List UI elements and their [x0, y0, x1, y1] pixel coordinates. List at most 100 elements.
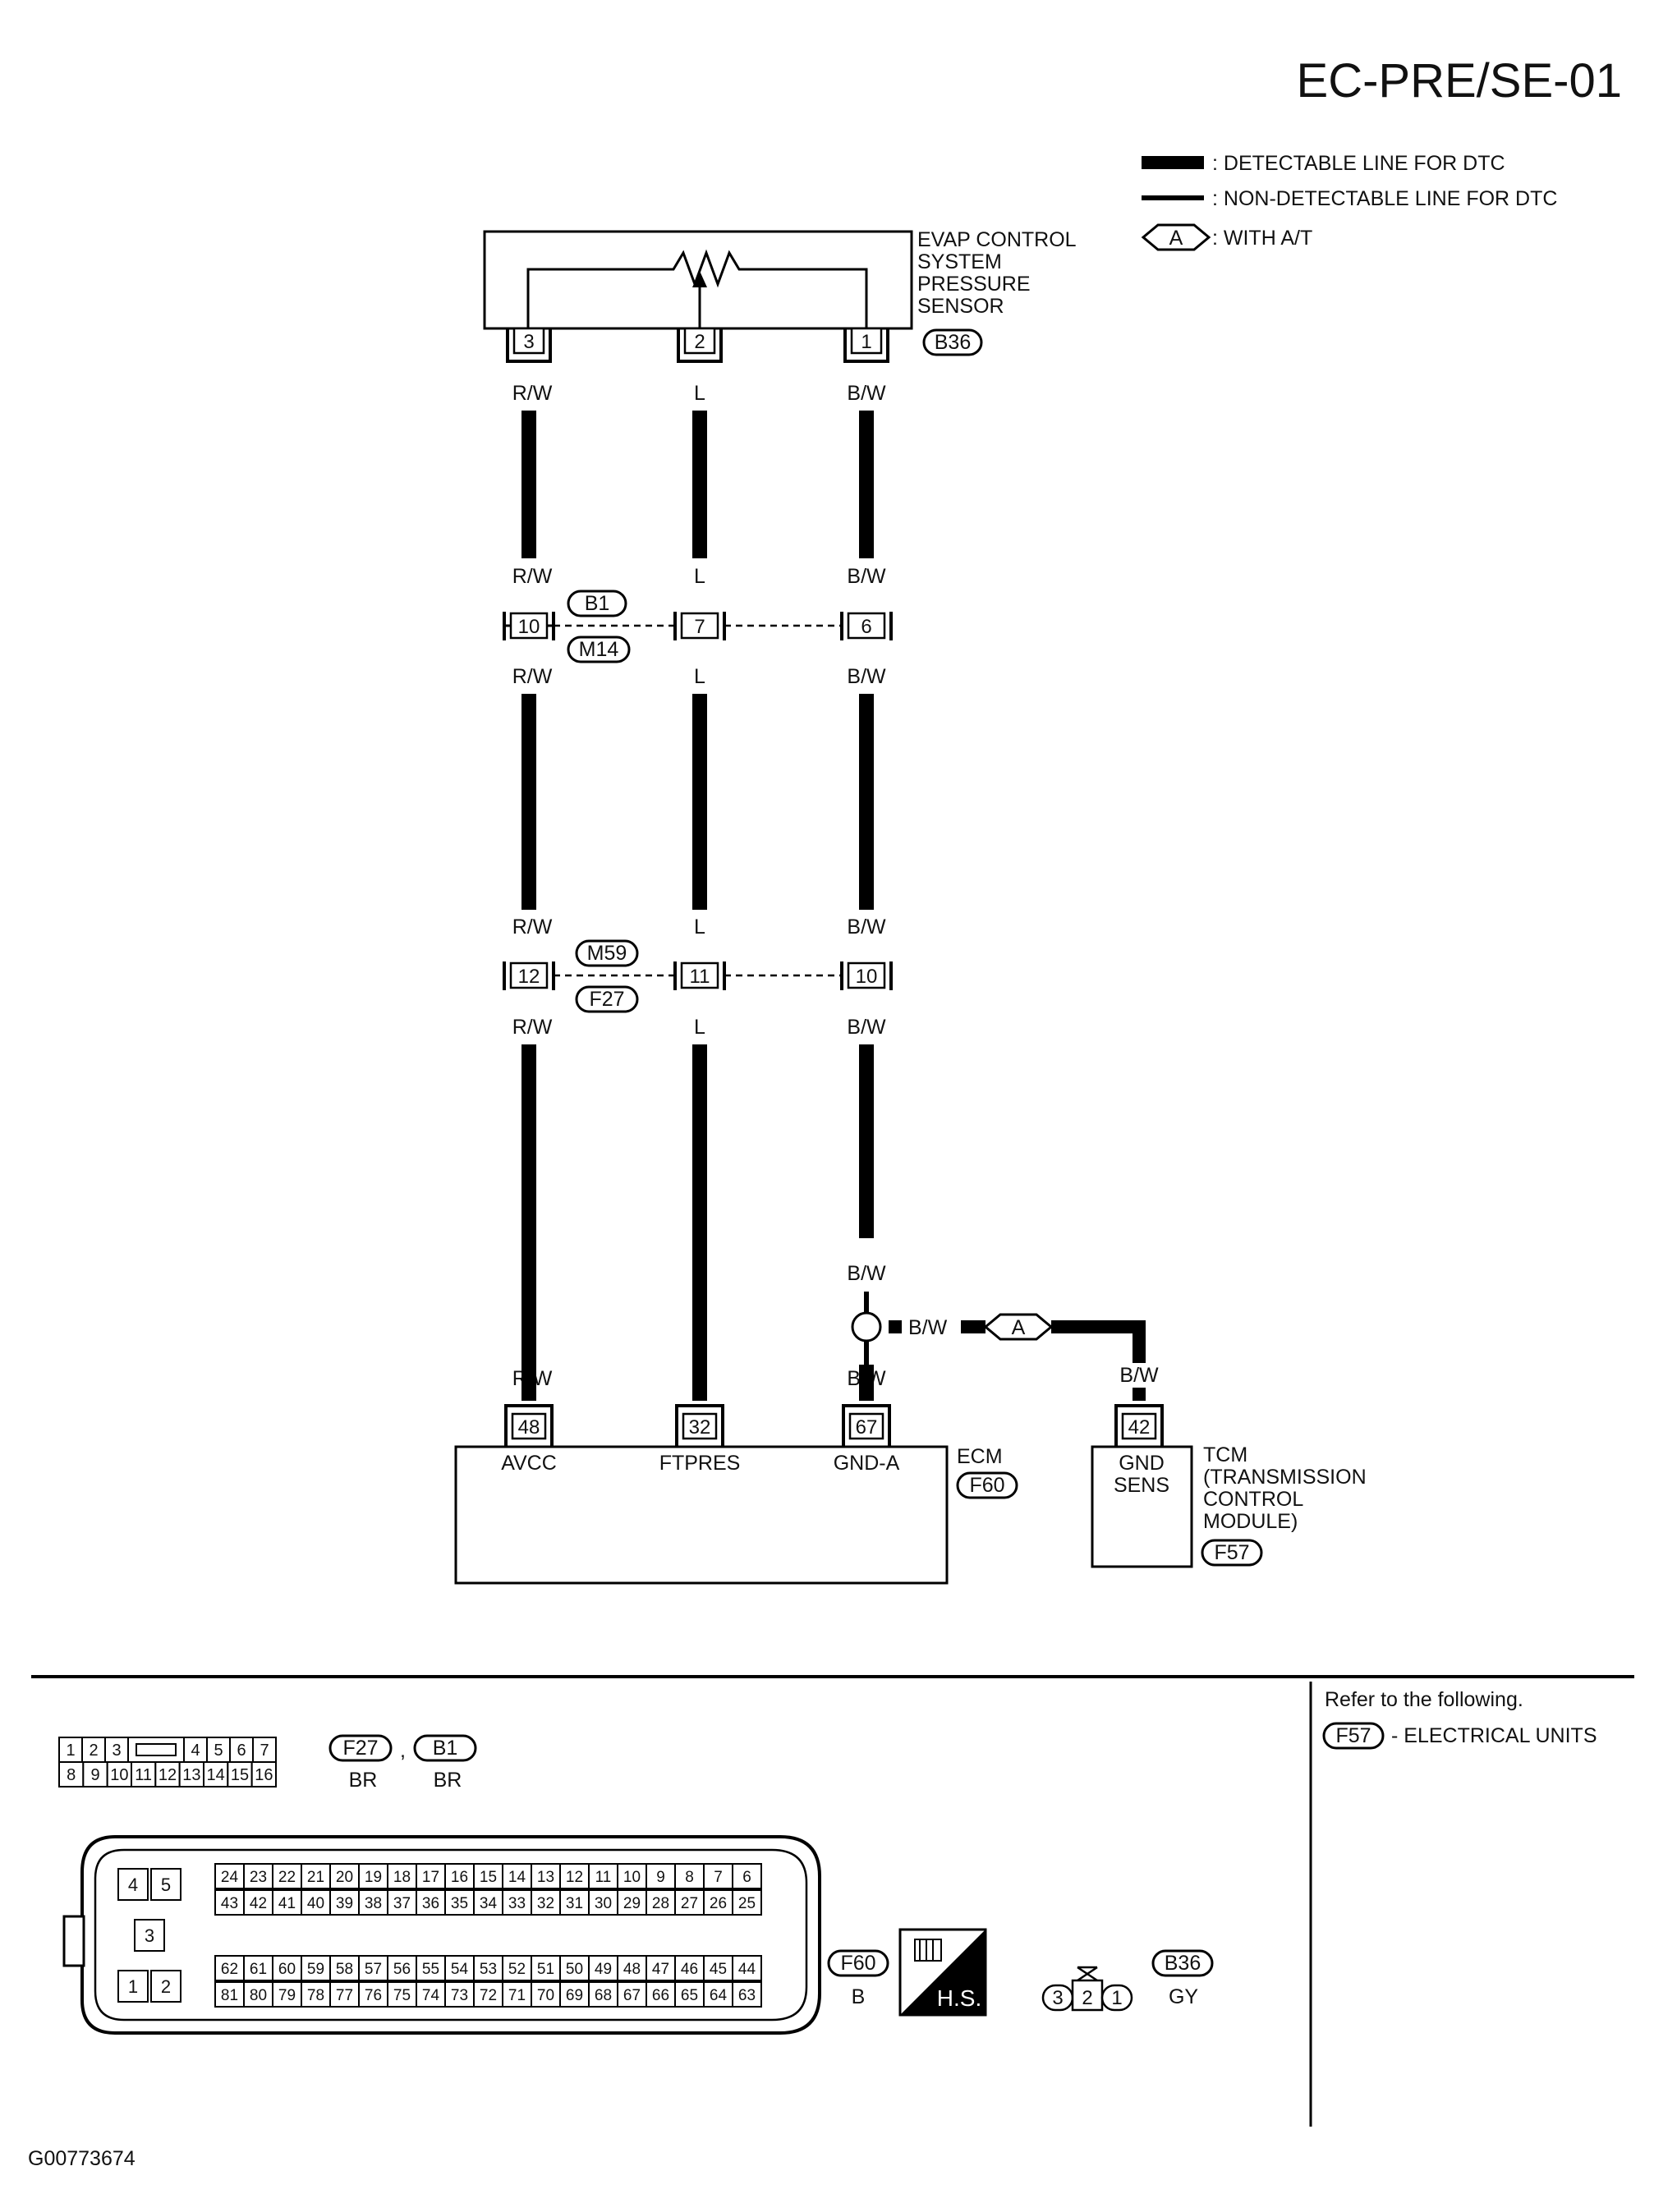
c16-pin-11: 11: [131, 1761, 157, 1787]
ecm-name: ECM: [957, 1445, 1003, 1468]
ecm-pin-27-label: 27: [681, 1895, 698, 1912]
ecm-pin-40: 40: [301, 1889, 331, 1916]
ecm-pin-57: 57: [358, 1955, 388, 1981]
ecm-pin-81: 81: [214, 1981, 245, 2008]
connector-id-b1: B1: [567, 590, 627, 617]
wire-label-left-1: R/W: [512, 382, 553, 405]
ecm-pin-77-label: 77: [336, 1987, 353, 2004]
svg-text:B1: B1: [585, 592, 610, 615]
c16-id-b1: B1: [413, 1734, 477, 1762]
ecm-pin-53: 53: [473, 1955, 503, 1981]
ecm-pin-7: 7: [703, 1863, 733, 1889]
ecm-pin-66-label: 66: [652, 1987, 669, 2004]
c16-pin-3: 3: [104, 1737, 129, 1763]
c16-key-slot: [127, 1737, 185, 1763]
ground-splice-branch: B/W A: [851, 1292, 1146, 1365]
ecm-left-pin-5-label: 5: [161, 1875, 171, 1895]
ecm-pin-10: 10: [617, 1863, 647, 1889]
ecm-pin-80-label: 80: [250, 1987, 267, 2004]
reference-note: Refer to the following. F57 - ELECTRICAL…: [1322, 1688, 1597, 1750]
ecm-pin-7-label: 7: [714, 1869, 723, 1886]
legend-detectable: : DETECTABLE LINE FOR DTC: [1212, 152, 1505, 175]
connector-id-m14: M14: [567, 636, 631, 663]
ecm-pin-67: 67: [617, 1981, 647, 2008]
tcm-name-line-1: TCM: [1203, 1443, 1247, 1466]
ecm-pin-31: 31: [559, 1889, 590, 1916]
ecm-connector-latch: [62, 1915, 85, 1967]
ecm-pin-42: 42: [243, 1889, 273, 1916]
ecm-pin-46-label: 46: [681, 1961, 698, 1978]
ecm-pin-43-label: 43: [221, 1895, 238, 1912]
wire-label-left-2: R/W: [512, 565, 553, 588]
ecm-pin-39-label: 39: [336, 1895, 353, 1912]
legend: : DETECTABLE LINE FOR DTC : NON-DETECTAB…: [1141, 152, 1557, 251]
ecm-pin-37-label: 37: [393, 1895, 411, 1912]
tcm-name-line-4: MODULE): [1203, 1510, 1298, 1533]
ecm-pin-55-label: 55: [422, 1961, 439, 1978]
ecm-pin-28-label: 28: [652, 1895, 669, 1912]
ecm-pin-74-label: 74: [422, 1987, 440, 2004]
ecm-terminal-ftpres: FTPRES: [659, 1452, 741, 1475]
svg-text:2: 2: [694, 331, 705, 353]
ecm-pin-78: 78: [301, 1981, 331, 2008]
ecm-left-pin-1: 1: [117, 1970, 149, 2003]
ecm-left-pin-2-label: 2: [161, 1976, 171, 1997]
ecm-pin-38: 38: [358, 1889, 388, 1916]
c16-pin-1: 1: [58, 1737, 83, 1763]
ecm-pin-47: 47: [646, 1955, 676, 1981]
svg-text:1: 1: [1111, 1987, 1122, 2009]
svg-text:F60: F60: [969, 1474, 1004, 1497]
tcm-pin-42: 42: [1114, 1404, 1164, 1447]
ecm-pin-50: 50: [559, 1955, 590, 1981]
tcm-body: [1091, 1445, 1193, 1568]
svg-text:10: 10: [856, 966, 878, 988]
ecm-pin-25-label: 25: [738, 1895, 756, 1912]
ecm-pin-79: 79: [272, 1981, 302, 2008]
ecm-pin-69-label: 69: [566, 1987, 583, 2004]
wire-label-tcm: B/W: [1119, 1364, 1159, 1387]
reference-text: - ELECTRICAL UNITS: [1391, 1724, 1597, 1747]
ecm-pin-24: 24: [214, 1863, 245, 1889]
svg-text:11: 11: [690, 966, 710, 988]
ecm-pin-22-label: 22: [278, 1869, 296, 1886]
wire-label-right-6: B/W: [847, 1262, 886, 1285]
ecm-pin-62-label: 62: [221, 1961, 238, 1978]
c16-pin-13-label: 13: [182, 1766, 200, 1784]
svg-text:F57: F57: [1214, 1541, 1249, 1564]
ecm-pin-58: 58: [329, 1955, 360, 1981]
ecm-pin-42-label: 42: [250, 1895, 267, 1912]
ecm-pin-43: 43: [214, 1889, 245, 1916]
ecm-pin-68-label: 68: [595, 1987, 612, 2004]
joint1-pin-10: 10: [503, 612, 555, 640]
ecm-pin-17-label: 17: [422, 1869, 439, 1886]
ecm-pin-32: 32: [675, 1404, 724, 1447]
branch-wire-to-tcm: [1051, 1320, 1146, 1363]
c16-pin-12: 12: [154, 1761, 181, 1787]
ecm-pin-54: 54: [444, 1955, 475, 1981]
tcm-name-line-2: (TRANSMISSION: [1203, 1466, 1367, 1489]
ecm-terminal-gnd-a: GND-A: [834, 1452, 900, 1475]
ecm-pin-41: 41: [272, 1889, 302, 1916]
ecm-pin-73-label: 73: [451, 1987, 468, 2004]
ecm-pin-36: 36: [416, 1889, 446, 1916]
c16-pin-2-label: 2: [89, 1742, 98, 1760]
ecm-pin-13-label: 13: [537, 1869, 554, 1886]
svg-text:32: 32: [689, 1416, 711, 1439]
splice-point-icon: [851, 1311, 882, 1342]
option-symbol-icon: [1141, 223, 1211, 251]
c16-pin-14-label: 14: [207, 1766, 225, 1784]
page-title: EC-PRE/SE-01: [1297, 54, 1622, 108]
sensor-name-line-3: PRESSURE: [917, 273, 1031, 296]
c16-pin-11-label: 11: [135, 1766, 152, 1784]
ecm-pin-8-label: 8: [685, 1869, 694, 1886]
ecm-pin-8: 8: [674, 1863, 705, 1889]
ecm-pin-18-label: 18: [393, 1869, 411, 1886]
ecm-left-pin-4-label: 4: [128, 1875, 138, 1895]
ecm-pin-60: 60: [272, 1955, 302, 1981]
ecm-pin-72-label: 72: [480, 1987, 497, 2004]
wire-label-right-4: B/W: [847, 916, 886, 938]
svg-text:1: 1: [861, 331, 871, 353]
ecm-pin-16-label: 16: [451, 1869, 468, 1886]
sensor-name-line-1: EVAP CONTROL: [917, 228, 1077, 251]
ecm-face-id-f60: F60: [827, 1949, 889, 1977]
